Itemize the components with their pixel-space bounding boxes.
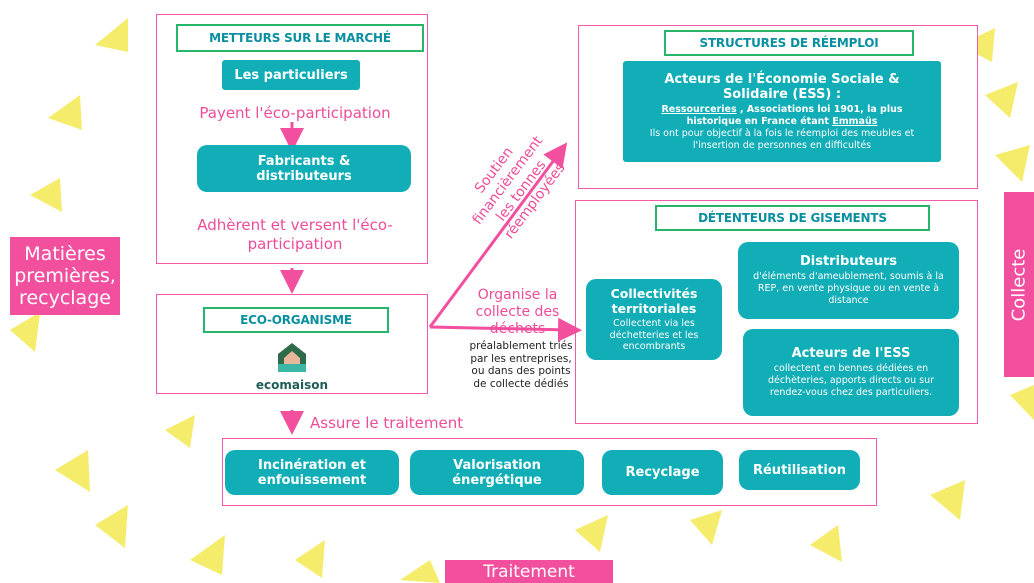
reemploi-desc: Ils ont pour objectif à la fois le réemp… bbox=[649, 127, 915, 151]
triangle-deco bbox=[575, 515, 608, 552]
triangle-deco bbox=[995, 145, 1030, 182]
acteurs-ess-gisements-desc: collectent en bennes dédiées en déchèter… bbox=[767, 363, 935, 398]
reutilisation-box: Réutilisation bbox=[739, 450, 860, 490]
triangle-deco bbox=[295, 540, 325, 578]
arrow-organise-gisements bbox=[429, 317, 582, 342]
reutilisation-label: Réutilisation bbox=[752, 462, 847, 478]
eco-organisme-title: ECO-ORGANISME bbox=[203, 307, 389, 333]
reemploi-title: STRUCTURES DE RÉEMPLOI bbox=[664, 30, 914, 56]
recyclage-label: Recyclage bbox=[625, 465, 700, 480]
collecte-tag: Collecte bbox=[1004, 192, 1034, 377]
organise-text: Organise la collecte des déchets bbox=[475, 287, 560, 337]
valorisation-label: Valorisation énergétique bbox=[452, 457, 542, 488]
adherent-text: Adhèrent et versent l'éco-participation bbox=[197, 216, 393, 253]
ecomaison-logo: ecomaison bbox=[252, 340, 332, 392]
acteurs-ess-gisements-card: Acteurs de l'ESS collectent en bennes dé… bbox=[743, 329, 959, 416]
matieres-premieres-tag: Matières premières, recyclage bbox=[10, 237, 120, 315]
particuliers-box: Les particuliers bbox=[222, 60, 360, 90]
triangle-deco bbox=[1010, 385, 1034, 420]
triangle-deco bbox=[30, 178, 62, 212]
collectivites-desc: Collectent via les déchetteries et les e… bbox=[609, 318, 699, 353]
triangle-deco bbox=[95, 18, 128, 52]
collectivites-card: Collectivités territoriales Collectent v… bbox=[586, 279, 722, 360]
valorisation-box: Valorisation énergétique bbox=[410, 450, 584, 495]
triangle-deco bbox=[810, 525, 842, 562]
recyclage-box: Recyclage bbox=[602, 450, 723, 495]
payent-text: Payent l'éco-participation bbox=[199, 104, 391, 122]
acteurs-ess-gisements-title: Acteurs de l'ESS bbox=[791, 346, 911, 361]
fabricants-box: Fabricants & distributeurs bbox=[197, 145, 411, 192]
particuliers-label: Les particuliers bbox=[234, 67, 348, 83]
assure-text: Assure le traitement bbox=[310, 414, 464, 432]
collecte-label: Collecte bbox=[1008, 248, 1029, 321]
acteurs-ess-card: Acteurs de l'Économie Sociale & Solidair… bbox=[623, 61, 941, 162]
metteurs-title: METTEURS SUR LE MARCHÉ bbox=[176, 24, 424, 52]
ressourceries-line: Ressourceries , Associations loi 1901, l… bbox=[661, 104, 902, 116]
triangle-deco bbox=[400, 560, 440, 583]
fabricants-label: Fabricants & distributeurs bbox=[256, 153, 352, 184]
incineration-label: Incinération et enfouissement bbox=[257, 457, 367, 488]
triangle-deco bbox=[55, 450, 90, 492]
emmaus-pre: historique en France étant bbox=[686, 115, 833, 127]
gisements-title: DÉTENTEURS DE GISEMENTS bbox=[655, 205, 930, 231]
acteurs-ess-title: Acteurs de l'Économie Sociale & Solidair… bbox=[664, 71, 900, 102]
emmaus-link: Emmaüs bbox=[832, 115, 878, 127]
ressourceries-link: Ressourceries bbox=[661, 103, 737, 115]
triangle-deco bbox=[95, 505, 128, 548]
ressourceries-rest: , Associations loi 1901, la plus bbox=[736, 103, 903, 115]
distributeurs-title: Distributeurs bbox=[799, 254, 898, 269]
emmaus-line: historique en France étant Emmaüs bbox=[687, 116, 878, 128]
ecomaison-text: ecomaison bbox=[255, 378, 329, 392]
triangle-deco bbox=[48, 95, 82, 130]
traitement-tag: Traitement bbox=[445, 560, 613, 583]
triangle-deco bbox=[10, 312, 40, 352]
distributeurs-card: Distributeurs d'éléments d'ameublement, … bbox=[738, 242, 959, 319]
triangle-deco bbox=[690, 510, 722, 545]
arrow-soutien-reemploi bbox=[428, 142, 568, 328]
house-icon bbox=[278, 343, 306, 372]
distributeurs-desc: d'éléments d'ameublement, soumis à la RE… bbox=[753, 271, 944, 306]
triangle-deco bbox=[985, 82, 1018, 118]
triangle-deco bbox=[165, 415, 195, 448]
triangle-deco bbox=[930, 480, 965, 520]
triangle-deco bbox=[190, 535, 225, 575]
collectivites-title: Collectivités territoriales bbox=[610, 286, 698, 317]
prealable-text: préalablement triés par les entreprises,… bbox=[469, 340, 573, 390]
incineration-box: Incinération et enfouissement bbox=[225, 450, 399, 495]
